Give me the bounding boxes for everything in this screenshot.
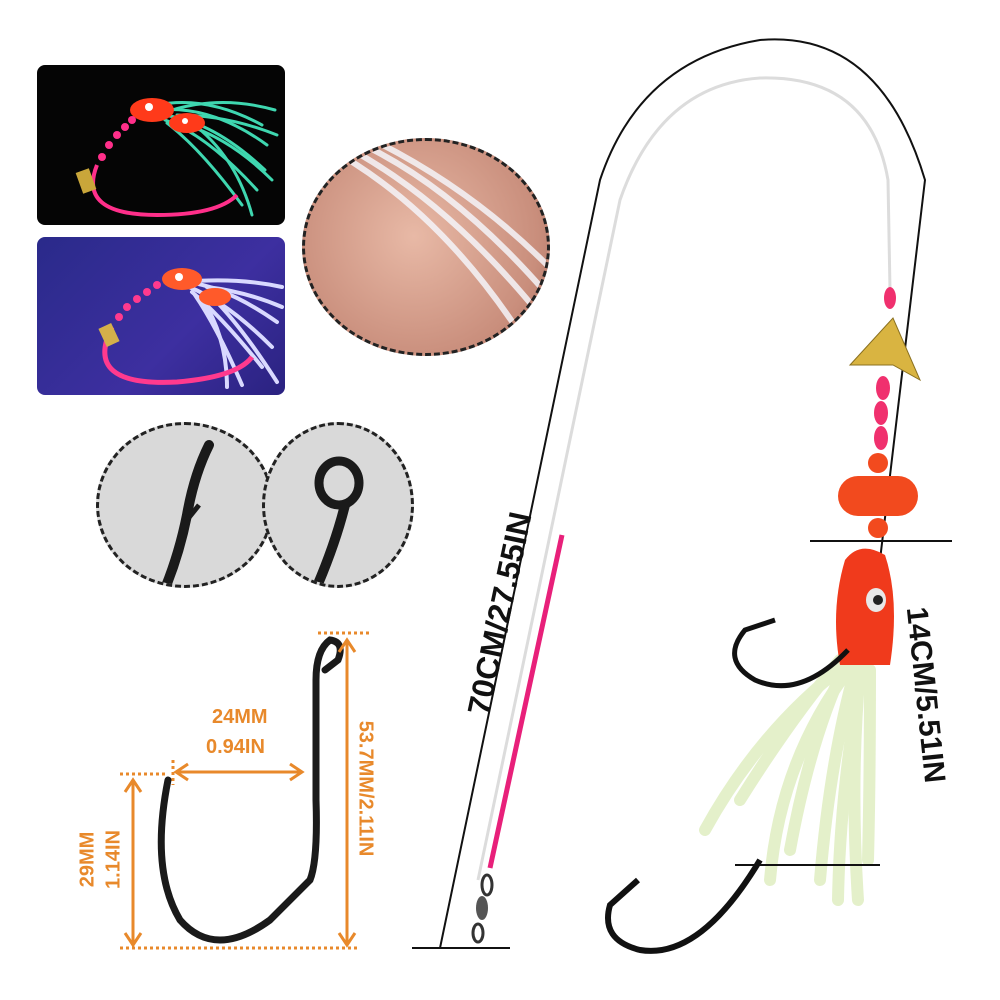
hook-eye-ring	[314, 456, 364, 510]
rig-outline-loop	[439, 38, 927, 949]
hook-eye-shank	[312, 503, 350, 585]
uv-blade	[98, 322, 120, 348]
hook-diagram-shape	[157, 636, 344, 944]
glow-beads	[98, 116, 136, 161]
barb-point	[185, 503, 201, 522]
length-label: 53.7MM/2.11IN	[354, 720, 377, 857]
swivel-icon	[471, 873, 494, 944]
hook-measure-lines	[120, 631, 372, 950]
orange-float	[838, 476, 918, 516]
uv-beads	[115, 281, 161, 321]
pink-beads	[874, 287, 896, 450]
clear-leader-line	[476, 76, 892, 881]
glow-lure-heads	[130, 98, 205, 133]
barb-hook-shape	[161, 440, 214, 585]
pink-leader-tube	[487, 534, 565, 869]
height-in-label: 1.14IN	[102, 830, 125, 889]
squid-lure	[699, 548, 894, 906]
spinner-blade-icon	[848, 317, 922, 382]
orange-bead-top	[868, 453, 888, 473]
hook-barb-closeup	[96, 422, 274, 588]
lower-hook	[605, 858, 763, 954]
uv-leader-line	[102, 325, 254, 385]
hook-eye-closeup	[262, 422, 414, 588]
gap-mm-label: 24MM	[212, 706, 268, 728]
glow-blade	[75, 168, 97, 194]
lure-uv-photo	[37, 237, 285, 395]
orange-bead-bottom	[868, 518, 888, 538]
height-mm-label: 29MM	[76, 831, 99, 888]
gap-in-label: 0.94IN	[206, 736, 265, 758]
leader-line-closeup	[302, 138, 550, 356]
upper-hook	[732, 617, 850, 689]
uv-lure-heads	[162, 268, 231, 306]
lure-glow-green-photo	[37, 65, 285, 225]
